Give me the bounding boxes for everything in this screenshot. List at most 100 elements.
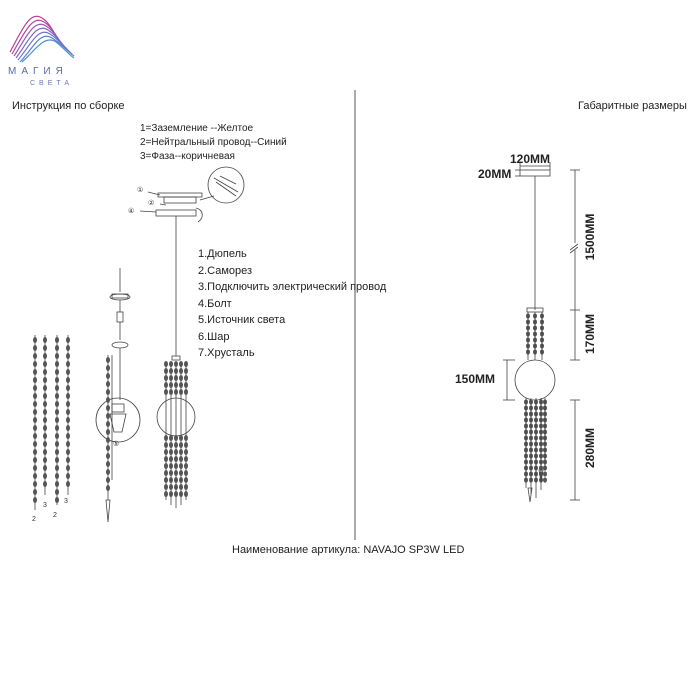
- crystal-bead: [106, 485, 110, 491]
- crystal-bead: [55, 449, 59, 455]
- crystal-bead: [106, 445, 110, 451]
- dim-cable: 1500MM: [583, 213, 597, 261]
- logo-subword: СВЕТА: [30, 80, 74, 87]
- crystal-bead: [66, 409, 70, 415]
- crystal-bead: [179, 449, 183, 455]
- crystal-bead: [106, 477, 110, 483]
- crystal-bead: [66, 377, 70, 383]
- crystal-bead: [43, 481, 47, 487]
- crystal-bead: [43, 369, 47, 375]
- crystal-bead: [164, 463, 168, 469]
- crystal-bead: [55, 337, 59, 343]
- crystal-bead: [164, 368, 168, 374]
- logo-icon: [9, 15, 75, 63]
- dim-upper-crystal: 170MM: [583, 314, 597, 355]
- crystal-bead: [43, 401, 47, 407]
- dim-lower-crystal: 280MM: [583, 428, 597, 469]
- crystal-bead: [66, 353, 70, 359]
- crystal-bead: [55, 345, 59, 351]
- crystal-bead: [164, 361, 168, 367]
- crystal-bead: [174, 463, 178, 469]
- crystal-bead: [184, 470, 188, 476]
- crystal-bead: [543, 471, 547, 477]
- crystal-bead: [174, 382, 178, 388]
- crystal-bead: [164, 435, 168, 441]
- crystal-bead: [106, 405, 110, 411]
- crystal-bead: [66, 425, 70, 431]
- crystal-bead: [33, 401, 37, 407]
- crystal-bead: [33, 345, 37, 351]
- crystal-bead: [55, 433, 59, 439]
- crystal-bead: [66, 337, 70, 343]
- ball-shape: [514, 359, 556, 401]
- crystal-bead: [179, 477, 183, 483]
- crystal-bead: [33, 441, 37, 447]
- crystal-bead: [55, 409, 59, 415]
- logo-word: МАГИЯ: [8, 66, 68, 77]
- crystal-bead: [164, 491, 168, 497]
- crystal-bead: [33, 497, 37, 503]
- wiring-line: 3=Фаза--коричневая: [140, 151, 235, 162]
- crystal-bead: [43, 393, 47, 399]
- crystal-bead: [33, 409, 37, 415]
- crystal-bead: [169, 361, 173, 367]
- crystal-bead: [55, 369, 59, 375]
- crystal-bead: [55, 497, 59, 503]
- crystal-bead: [106, 469, 110, 475]
- crystal-bead: [164, 470, 168, 476]
- crystal-bead: [106, 453, 110, 459]
- crystal-bead: [184, 435, 188, 441]
- crystal-bead: [43, 337, 47, 343]
- crystal-bead: [179, 435, 183, 441]
- crystal-bead: [184, 491, 188, 497]
- crystal-bead: [174, 375, 178, 381]
- wiring-legend: 1=Заземление --Желтое 2=Нейтральный пров…: [140, 122, 287, 164]
- crystal-bead: [184, 442, 188, 448]
- parts-item: 1.Дюпель: [198, 248, 247, 260]
- crystal-bead: [179, 361, 183, 367]
- crystal-bead: [174, 456, 178, 462]
- crystal-strands: [34, 335, 69, 510]
- crystal-bead: [179, 382, 183, 388]
- crystal-bead: [33, 449, 37, 455]
- crystal-bead: [33, 337, 37, 343]
- crystal-bead: [169, 491, 173, 497]
- crystal-bead: [164, 449, 168, 455]
- crystal-bead: [43, 377, 47, 383]
- crystal-bead: [169, 389, 173, 395]
- crystal-bead: [174, 368, 178, 374]
- strand-label: 3: [64, 498, 68, 505]
- crystal-bead: [55, 465, 59, 471]
- crystal-bead: [169, 477, 173, 483]
- crystal-bead: [43, 385, 47, 391]
- parts-item: 4.Болт: [198, 297, 232, 310]
- wiring-line: 1=Заземление --Желтое: [140, 123, 254, 134]
- callout-2: ②: [148, 200, 155, 207]
- crystal-bead: [33, 481, 37, 487]
- crystal-bead: [43, 457, 47, 463]
- crystal-bead: [106, 357, 110, 363]
- crystal-bead: [543, 477, 547, 483]
- wiring-line: 2=Нейтральный провод--Синий: [140, 137, 287, 148]
- crystal-bead: [55, 473, 59, 479]
- crystal-bead: [66, 433, 70, 439]
- dimensions-title: Габаритные размеры: [578, 100, 687, 112]
- crystal-bead: [33, 489, 37, 495]
- parts-item: 7.Хрусталь: [198, 347, 255, 359]
- crystal-bead: [55, 361, 59, 367]
- crystal-bead: [33, 393, 37, 399]
- dim-canopy-height: 20MM: [478, 167, 512, 181]
- crystal-bead: [55, 425, 59, 431]
- crystal-bead: [169, 456, 173, 462]
- crystal-bead: [169, 375, 173, 381]
- crystal-bead: [169, 382, 173, 388]
- crystal-bead: [66, 361, 70, 367]
- crystal-bead: [174, 361, 178, 367]
- crystal-bead: [179, 442, 183, 448]
- crystal-bead: [184, 368, 188, 374]
- crystal-bead: [169, 449, 173, 455]
- crystal-bead: [169, 463, 173, 469]
- crystal-bead: [164, 477, 168, 483]
- crystal-bead: [33, 465, 37, 471]
